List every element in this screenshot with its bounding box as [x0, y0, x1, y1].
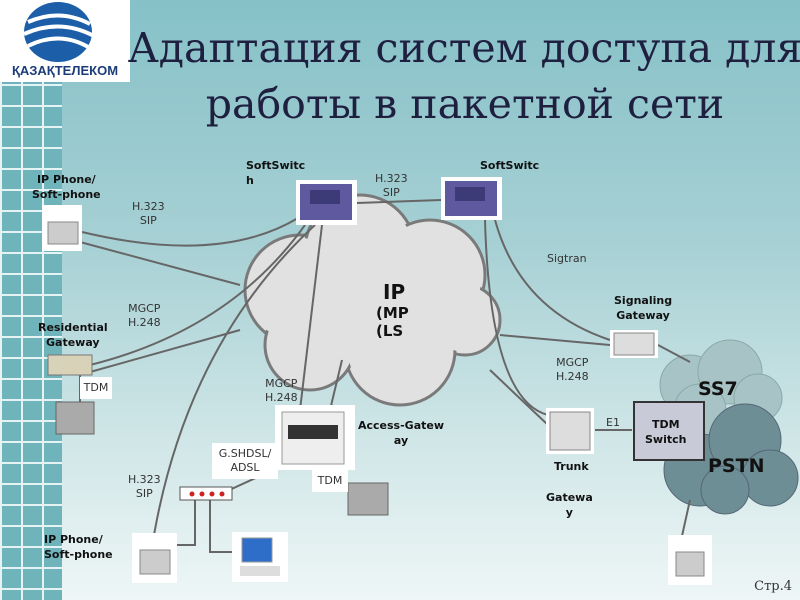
kazakhtelecom-logo: ҚАЗАҚТЕЛЕКОМ [0, 0, 130, 82]
pstn-cloud [663, 403, 799, 515]
slide-title-line-2: работы в пакетной сети [205, 80, 725, 128]
protocol-tdm-left: TDM [80, 377, 112, 399]
softswitch-server-icon-1 [296, 180, 357, 225]
trunk-label: Trunk [554, 460, 589, 473]
softswitch-server-icon-2 [441, 177, 502, 220]
protocol-h323-sip-top: H.323 SIP [132, 200, 165, 227]
mpls-label-1: (MP [376, 304, 409, 322]
protocol-mgcp-center: MGCP H.248 [265, 377, 298, 404]
svg-text:ҚАЗАҚТЕЛЕКОМ: ҚАЗАҚТЕЛЕКОМ [12, 63, 118, 78]
slide-title-line-1: Адаптация систем доступа для [127, 24, 800, 72]
pstn-label: PSTN [708, 455, 765, 477]
mpls-label-2: (LS [376, 322, 404, 340]
protocol-e1: E1 [606, 416, 620, 429]
protocol-sigtran: Sigtran [547, 252, 587, 265]
tdm-switch-icon [633, 401, 705, 461]
ss7-label: SS7 [698, 378, 738, 400]
phone-icon-pstn [668, 535, 712, 585]
phone-icon-tdm-left [55, 401, 95, 435]
links [79, 199, 691, 561]
residential-gateway-label: Residential Gateway [38, 321, 108, 349]
trunk-gateway-icon [546, 408, 594, 454]
residential-gateway-icon [47, 354, 93, 376]
computer-icon [232, 532, 288, 582]
protocol-gshdsl-adsl: G.SHDSL/ ADSL [212, 443, 278, 479]
protocol-mgcp-right: MGCP H.248 [556, 356, 589, 383]
ip-phone-bottom-label: IP Phone/ Soft-phone [44, 533, 113, 561]
tdm-switch-label: TDM Switch [645, 418, 687, 446]
protocol-mgcp-left: MGCP H.248 [128, 302, 161, 329]
signaling-gateway-label: Signaling Gateway [614, 294, 673, 322]
access-gateway-label: Access-Gatew ay [358, 419, 445, 447]
decorative-grid-strip [0, 0, 62, 600]
softswitch-2-label: SoftSwitc [480, 159, 540, 172]
protocol-h323-sip-mid: H.323 SIP [375, 172, 408, 199]
ip-phone-icon-bottom [132, 533, 177, 583]
dsl-hub-icon [179, 486, 233, 501]
gateway-label: Gatewa y [546, 491, 593, 519]
access-gateway-icon [275, 405, 355, 470]
softswitch-1-label: SoftSwitc h [246, 159, 306, 187]
globe-icon: ҚАЗАҚТЕЛЕКОМ [12, 2, 118, 78]
page-number: Стр.4 [754, 579, 792, 594]
signaling-gateway-icon [610, 330, 658, 358]
phone-icon-tdm-center [347, 482, 389, 516]
protocol-h323-sip-bottom: H.323 SIP [128, 473, 161, 500]
ip-cloud-label: IP [383, 280, 406, 304]
ip-phone-top-label: IP Phone/ Soft-phone [32, 173, 101, 201]
ip-phone-icon-top [42, 205, 82, 251]
protocol-tdm-center: TDM [312, 470, 348, 492]
